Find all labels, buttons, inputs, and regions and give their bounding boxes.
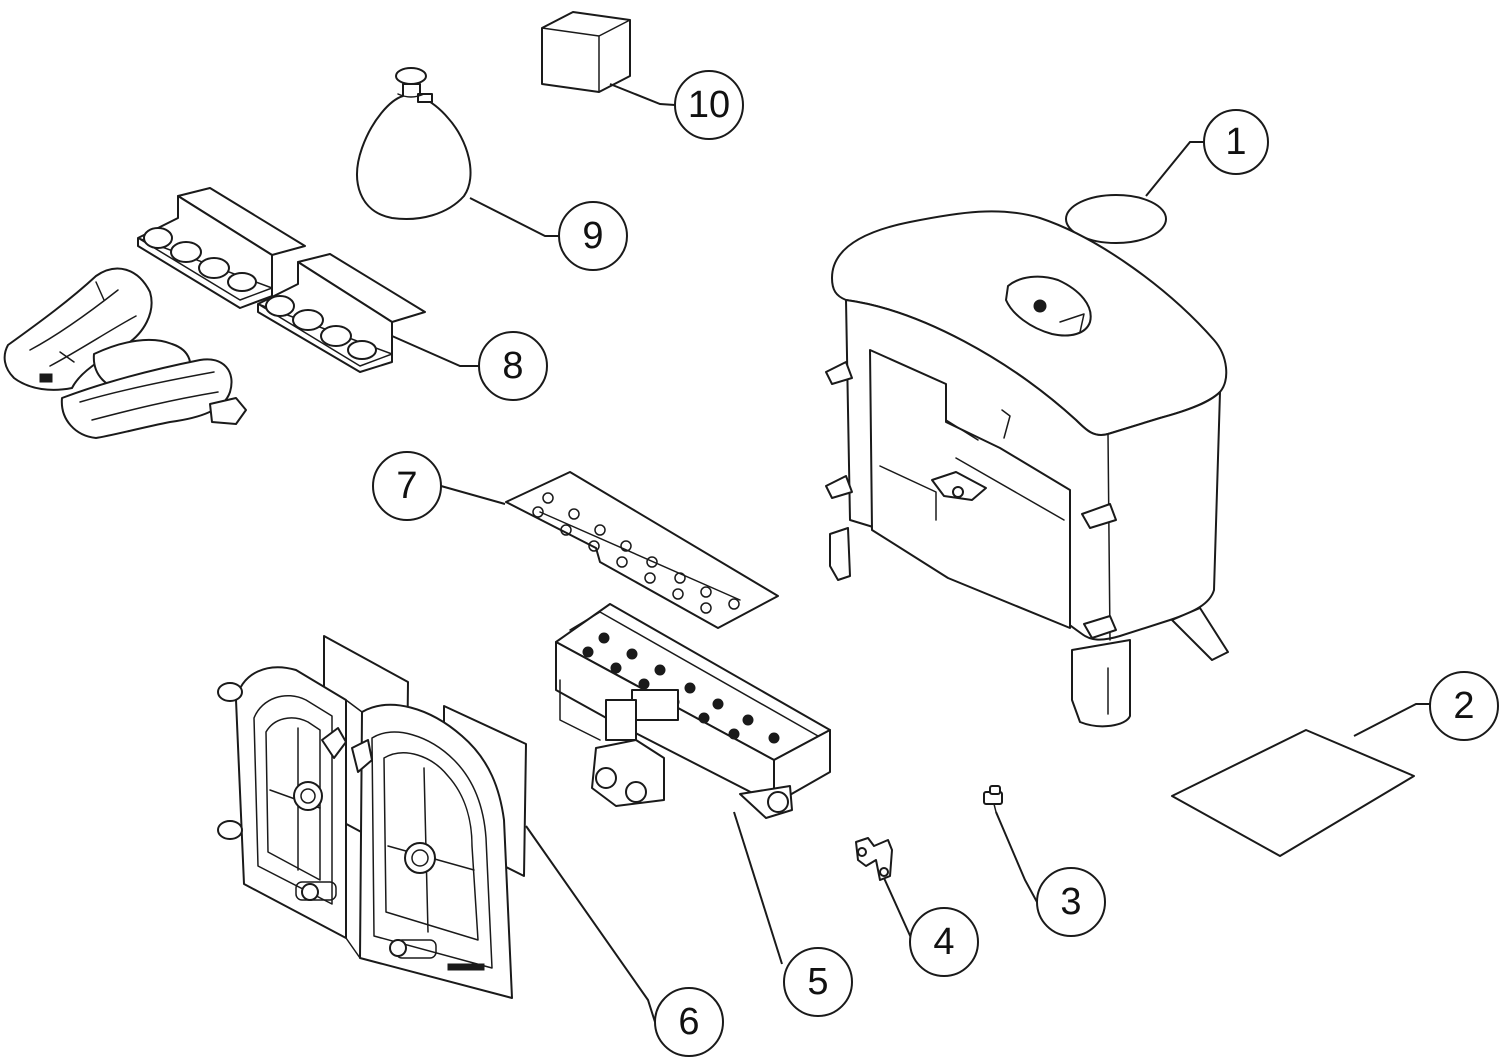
part-9-bag	[356, 67, 472, 220]
part-8-log-set	[3, 187, 426, 439]
part-7-burner-plate	[505, 471, 779, 629]
svg-text:1: 1	[1225, 121, 1246, 163]
svg-text:3: 3	[1060, 881, 1081, 923]
svg-text:6: 6	[678, 1001, 699, 1043]
callout-8: 8	[478, 331, 548, 401]
leader-lines	[391, 83, 1430, 1023]
callout-3: 3	[1036, 867, 1106, 937]
callout-6: 6	[654, 987, 724, 1057]
callout-4: 4	[909, 907, 979, 977]
part-5-burner-assembly	[555, 603, 831, 819]
callout-2: 2	[1429, 671, 1499, 741]
callout-9: 9	[558, 201, 628, 271]
part-3-injector	[983, 785, 1003, 813]
part-10-cube	[541, 11, 631, 93]
svg-text:5: 5	[807, 961, 828, 1003]
part-6-door-assembly	[217, 635, 527, 999]
svg-text:7: 7	[396, 465, 417, 507]
callout-7: 7	[372, 451, 442, 521]
burner-plate-holes	[532, 492, 740, 614]
svg-text:10: 10	[688, 84, 730, 126]
svg-text:8: 8	[502, 345, 523, 387]
svg-text:9: 9	[582, 215, 603, 257]
callout-1: 1	[1203, 109, 1269, 175]
part-4-pilot-bracket	[855, 837, 893, 881]
stove-body	[825, 210, 1229, 728]
callout-5: 5	[783, 947, 853, 1017]
svg-text:4: 4	[933, 921, 954, 963]
callout-10: 10	[674, 70, 744, 140]
svg-text:2: 2	[1453, 685, 1474, 727]
part-1-flue-cover	[1065, 194, 1167, 244]
callouts: 10 1 9 8 7 2 3 4	[372, 70, 1499, 1057]
part-2-instruction-sheet	[1171, 729, 1415, 857]
